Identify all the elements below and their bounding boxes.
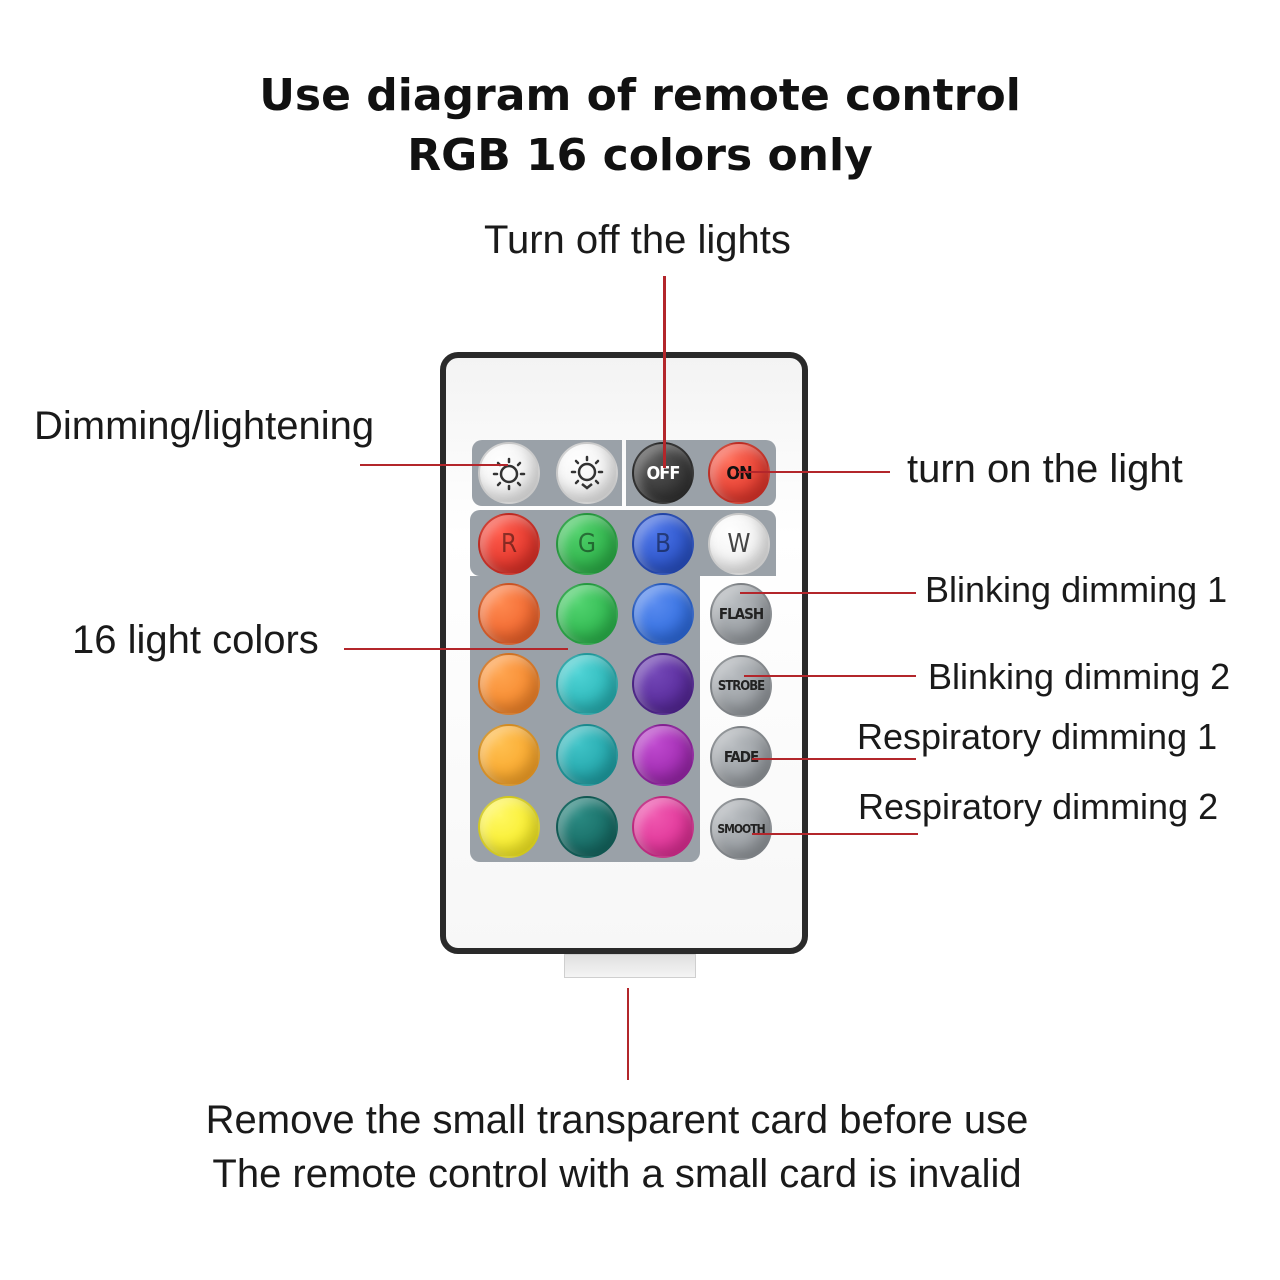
leader-turn-on [738, 471, 890, 473]
note-line-1: Remove the small transparent card before… [205, 1098, 1029, 1142]
white-button[interactable]: W [708, 513, 770, 575]
title-line-1: Use diagram of remote control [259, 70, 1021, 121]
color-button-12[interactable] [632, 796, 694, 858]
label-blink-1: Blinking dimming 1 [925, 569, 1228, 610]
color-button-5[interactable] [556, 653, 618, 715]
leader-card [627, 988, 629, 1080]
strobe-button-label: STROBE [717, 678, 765, 694]
red-button[interactable]: R [478, 513, 540, 575]
label-dimming: Dimming/lightening [34, 404, 375, 448]
strobe-button[interactable]: STROBE [710, 655, 772, 717]
red-button-label: R [500, 529, 518, 559]
transparent-card [564, 954, 696, 978]
on-button[interactable]: ON [708, 442, 770, 504]
green-button[interactable]: G [556, 513, 618, 575]
note-line-2: The remote control with a small card is … [212, 1152, 1022, 1196]
blue-button[interactable]: B [632, 513, 694, 575]
leader-sixteen [344, 648, 568, 650]
fade-button-label: FADE [723, 748, 759, 766]
color-button-7[interactable] [478, 724, 540, 786]
color-button-3[interactable] [632, 583, 694, 645]
color-button-8[interactable] [556, 724, 618, 786]
smooth-button-label: SMOOTH [717, 822, 765, 836]
leader-blink-2 [744, 675, 916, 677]
color-button-11[interactable] [556, 796, 618, 858]
leader-resp-2 [752, 833, 918, 835]
color-button-4[interactable] [478, 653, 540, 715]
green-button-label: G [577, 529, 597, 559]
flash-button-label: FLASH [718, 605, 764, 623]
fade-button[interactable]: FADE [710, 726, 772, 788]
leader-dimming [360, 464, 508, 466]
label-blink-2: Blinking dimming 2 [928, 656, 1231, 697]
color-button-6[interactable] [632, 653, 694, 715]
color-button-10[interactable] [478, 796, 540, 858]
off-button[interactable]: OFF [632, 442, 694, 504]
on-button-label: ON [726, 462, 752, 484]
leader-turn-off [663, 276, 666, 468]
smooth-button[interactable]: SMOOTH [710, 798, 772, 860]
brightness-up-button[interactable] [556, 442, 618, 504]
leader-blink-1 [740, 592, 916, 594]
label-resp-2: Respiratory dimming 2 [858, 786, 1219, 827]
label-turn-on: turn on the light [907, 447, 1183, 491]
label-resp-1: Respiratory dimming 1 [857, 716, 1218, 757]
white-button-label: W [727, 529, 751, 559]
leader-resp-1 [752, 758, 916, 760]
brightness-up-icon [570, 455, 604, 490]
color-button-2[interactable] [556, 583, 618, 645]
brightness-down-icon [492, 457, 526, 491]
off-button-label: OFF [646, 462, 681, 484]
label-sixteen: 16 light colors [72, 618, 319, 662]
color-button-1[interactable] [478, 583, 540, 645]
color-button-9[interactable] [632, 724, 694, 786]
title-line-2: RGB 16 colors only [407, 130, 873, 181]
label-turn-off: Turn off the lights [484, 218, 791, 262]
blue-button-label: B [654, 529, 672, 559]
brightness-down-button[interactable] [478, 442, 540, 504]
